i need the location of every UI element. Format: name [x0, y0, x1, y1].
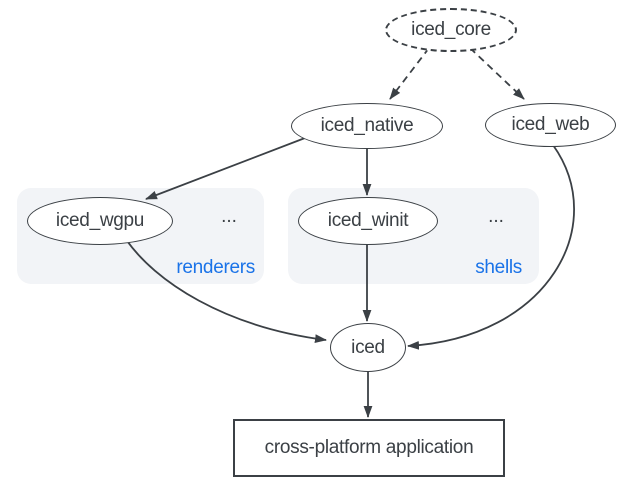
node-iced-native: iced_native [291, 103, 443, 149]
node-iced-native-label: iced_native [320, 115, 414, 136]
node-iced-wgpu-label: iced_wgpu [55, 210, 145, 231]
node-iced-wgpu: iced_wgpu [27, 197, 173, 245]
node-iced-web: iced_web [485, 103, 616, 147]
node-iced: iced [330, 323, 406, 372]
group-shells-ellipsis: ... [488, 206, 504, 227]
group-renderers-label: renderers [176, 257, 255, 278]
node-iced-core-label: iced_core [411, 19, 491, 40]
edge-iced-core-to-iced-native [389, 47, 430, 100]
edge-iced-native-to-iced-wgpu [145, 137, 306, 200]
node-iced-label: iced [351, 336, 385, 358]
edge-iced-core-to-iced-web [469, 47, 525, 100]
group-renderers-ellipsis: ... [221, 206, 237, 227]
node-iced-winit: iced_winit [298, 197, 438, 245]
node-cross-platform-application: cross-platform application [233, 419, 505, 477]
node-iced-core: iced_core [385, 8, 517, 52]
node-cross-platform-application-label: cross-platform application [264, 437, 474, 458]
node-iced-web-label: iced_web [511, 114, 590, 135]
edge-iced-wgpu-to-iced [124, 237, 327, 343]
group-shells-label: shells [475, 257, 522, 278]
edge-iced-web-to-iced [407, 144, 575, 350]
node-iced-winit-label: iced_winit [327, 210, 409, 231]
